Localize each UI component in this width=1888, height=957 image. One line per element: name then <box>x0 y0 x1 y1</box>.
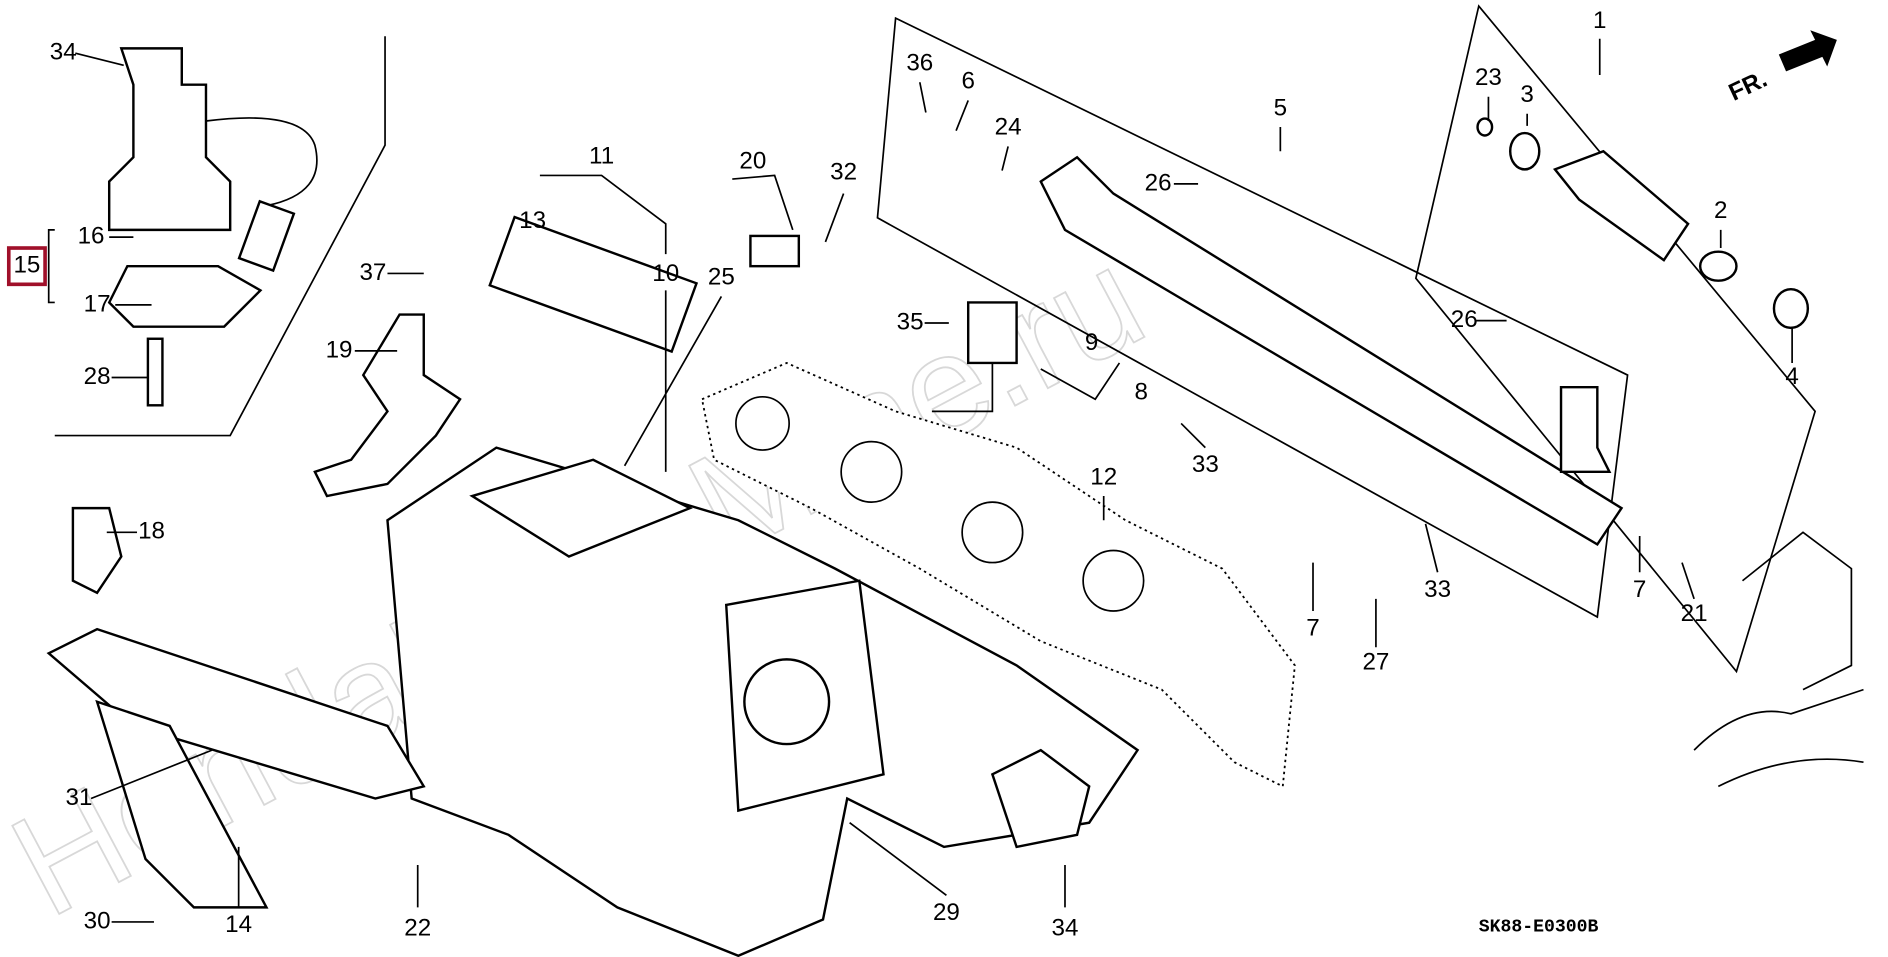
callout-1[interactable]: 1 <box>1593 7 1606 34</box>
front-direction-label: FR. <box>1725 66 1772 107</box>
callout-4[interactable]: 4 <box>1785 363 1798 390</box>
leader-lines <box>75 38 1793 923</box>
callout-32[interactable]: 32 <box>830 158 857 185</box>
callout-6[interactable]: 6 <box>961 68 974 95</box>
callout-28[interactable]: 28 <box>84 363 111 390</box>
callout-33[interactable]: 33 <box>1424 576 1451 603</box>
callout-31[interactable]: 31 <box>65 784 92 811</box>
callout-11[interactable]: 11 <box>589 143 614 170</box>
callout-26[interactable]: 26 <box>1451 306 1478 333</box>
callout-7[interactable]: 7 <box>1633 576 1646 603</box>
callout-10[interactable]: 10 <box>652 260 679 287</box>
callout-29[interactable]: 29 <box>933 899 960 926</box>
part-outlines <box>46 47 1864 957</box>
callout-34[interactable]: 34 <box>1052 915 1079 942</box>
callout-14[interactable]: 14 <box>225 911 252 938</box>
callout-33[interactable]: 33 <box>1192 451 1219 478</box>
callout-5[interactable]: 5 <box>1274 94 1287 121</box>
callout-16[interactable]: 16 <box>78 223 105 250</box>
callout-8[interactable]: 8 <box>1134 379 1147 406</box>
callout-9[interactable]: 9 <box>1085 329 1098 356</box>
callout-19[interactable]: 19 <box>326 336 353 363</box>
callout-30[interactable]: 30 <box>84 907 111 934</box>
front-arrow-icon <box>1778 30 1837 72</box>
callout-12[interactable]: 12 <box>1090 463 1117 490</box>
callout-22[interactable]: 22 <box>404 915 431 942</box>
drawing-code: SK88-E0300B <box>1479 918 1599 938</box>
frame-lines <box>47 4 1817 674</box>
callout-20[interactable]: 20 <box>739 148 766 175</box>
callout-34[interactable]: 34 <box>50 39 77 66</box>
callout-27[interactable]: 27 <box>1362 648 1389 675</box>
callout-13[interactable]: 13 <box>519 207 546 234</box>
callout-21[interactable]: 21 <box>1681 600 1708 627</box>
callout-23[interactable]: 23 <box>1475 64 1502 91</box>
callout-7[interactable]: 7 <box>1306 615 1319 642</box>
callout-17[interactable]: 17 <box>84 290 111 317</box>
callout-15[interactable]: 15 <box>13 252 40 279</box>
callout-24[interactable]: 24 <box>995 114 1022 141</box>
callout-3[interactable]: 3 <box>1520 81 1533 108</box>
callout-36[interactable]: 36 <box>906 50 933 77</box>
callout-37[interactable]: 37 <box>359 259 386 286</box>
callout-35[interactable]: 35 <box>897 308 924 335</box>
highlight-box <box>6 246 47 287</box>
direction-arrow: FR. <box>1725 30 1837 107</box>
callout-2[interactable]: 2 <box>1714 197 1727 224</box>
callout-25[interactable]: 25 <box>708 264 735 291</box>
callout-18[interactable]: 18 <box>138 518 165 545</box>
callout-26[interactable]: 26 <box>1145 169 1172 196</box>
